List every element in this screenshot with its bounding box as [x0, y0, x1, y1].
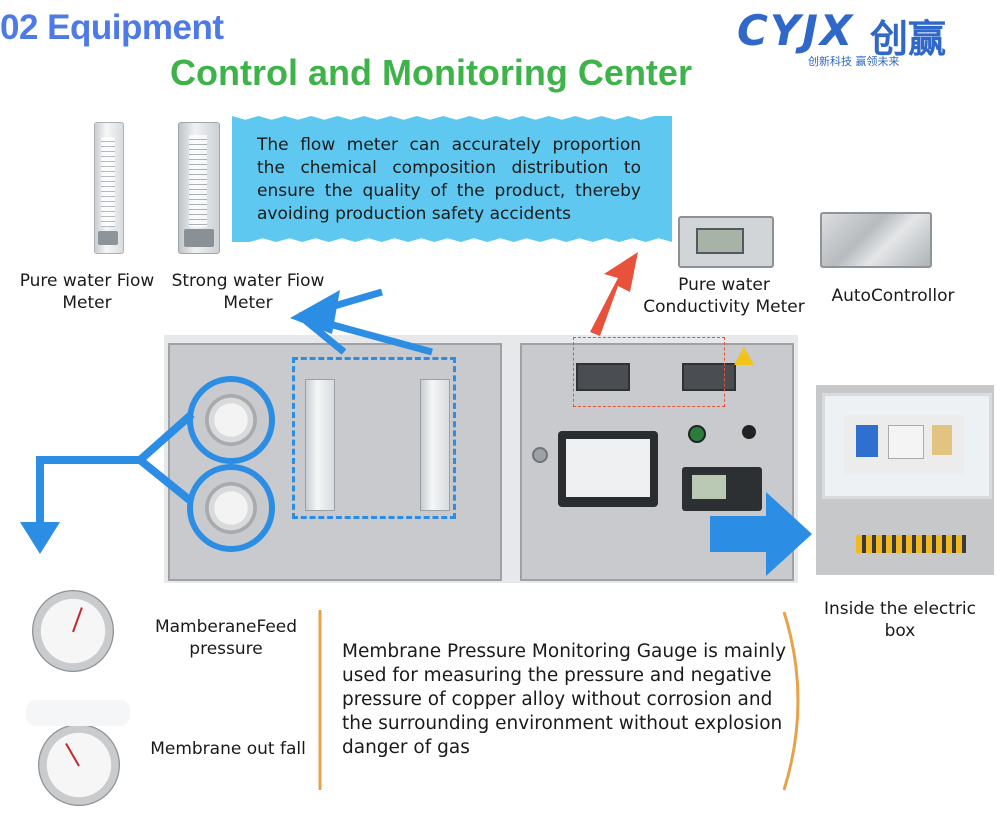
outfall-label: Membrane out fall	[150, 739, 306, 759]
blurred-spot	[26, 700, 130, 726]
control-cabinet	[164, 335, 798, 583]
membrane-gauge-description: Membrane Pressure Monitoring Gauge is ma…	[342, 641, 787, 758]
page-title: 02 Equipment	[0, 8, 224, 47]
panel-gauge-top	[187, 376, 275, 464]
flow-meter-highlight-box	[292, 357, 456, 519]
autocontroller-label: AutoControllor	[831, 286, 955, 306]
flow-meter-arrowhead	[290, 290, 340, 334]
meter-highlight-box	[573, 337, 725, 407]
touch-screen	[558, 431, 658, 507]
panel-gauge-bottom	[187, 464, 275, 552]
meter-display-1	[576, 363, 630, 391]
conductivity-arrow	[590, 252, 638, 336]
digital-controller	[682, 467, 762, 511]
meter-display-2	[682, 363, 736, 391]
page-subtitle: Control and Monitoring Center	[170, 52, 692, 93]
outfall-gauge-image	[38, 724, 120, 806]
gauge-branch-line	[36, 411, 195, 528]
autocontroller-image	[820, 212, 932, 268]
green-indicator-light	[688, 425, 706, 443]
conductivity-meter-label: Pure water Conductivity Meter	[643, 275, 805, 317]
electric-box-arrow	[710, 492, 812, 576]
pure-water-flow-meter-label: Pure water Fiow Meter	[19, 271, 155, 313]
flow-meter-tube-left	[305, 379, 335, 511]
gauge-arrowhead	[20, 522, 60, 554]
brand-logo-text: CYJX	[737, 6, 855, 55]
electric-box-image	[816, 385, 994, 575]
conductivity-meter-image	[678, 216, 774, 268]
strong-water-flow-meter-label: Strong water Fiow Meter	[171, 271, 325, 313]
brand-slogan: 创新科技 赢领未来	[808, 55, 900, 68]
brand-logo-chinese: 创赢	[870, 17, 947, 61]
strong-water-flow-meter-image	[178, 122, 220, 254]
electric-box-label: Inside the electric box	[823, 599, 977, 641]
flow-meter-callout	[232, 116, 672, 242]
feed-pressure-gauge-image	[32, 590, 114, 672]
feed-pressure-label: MamberaneFeed pressure	[154, 617, 298, 659]
flow-meter-description: The flow meter can accurately proportion…	[257, 135, 641, 224]
divider-curve-right	[782, 611, 800, 791]
pure-water-flow-meter-image	[94, 122, 124, 254]
door-lock	[532, 447, 548, 463]
selector-knob	[742, 425, 756, 439]
warning-sign-icon	[734, 347, 754, 365]
flow-meter-tube-right	[420, 379, 450, 511]
